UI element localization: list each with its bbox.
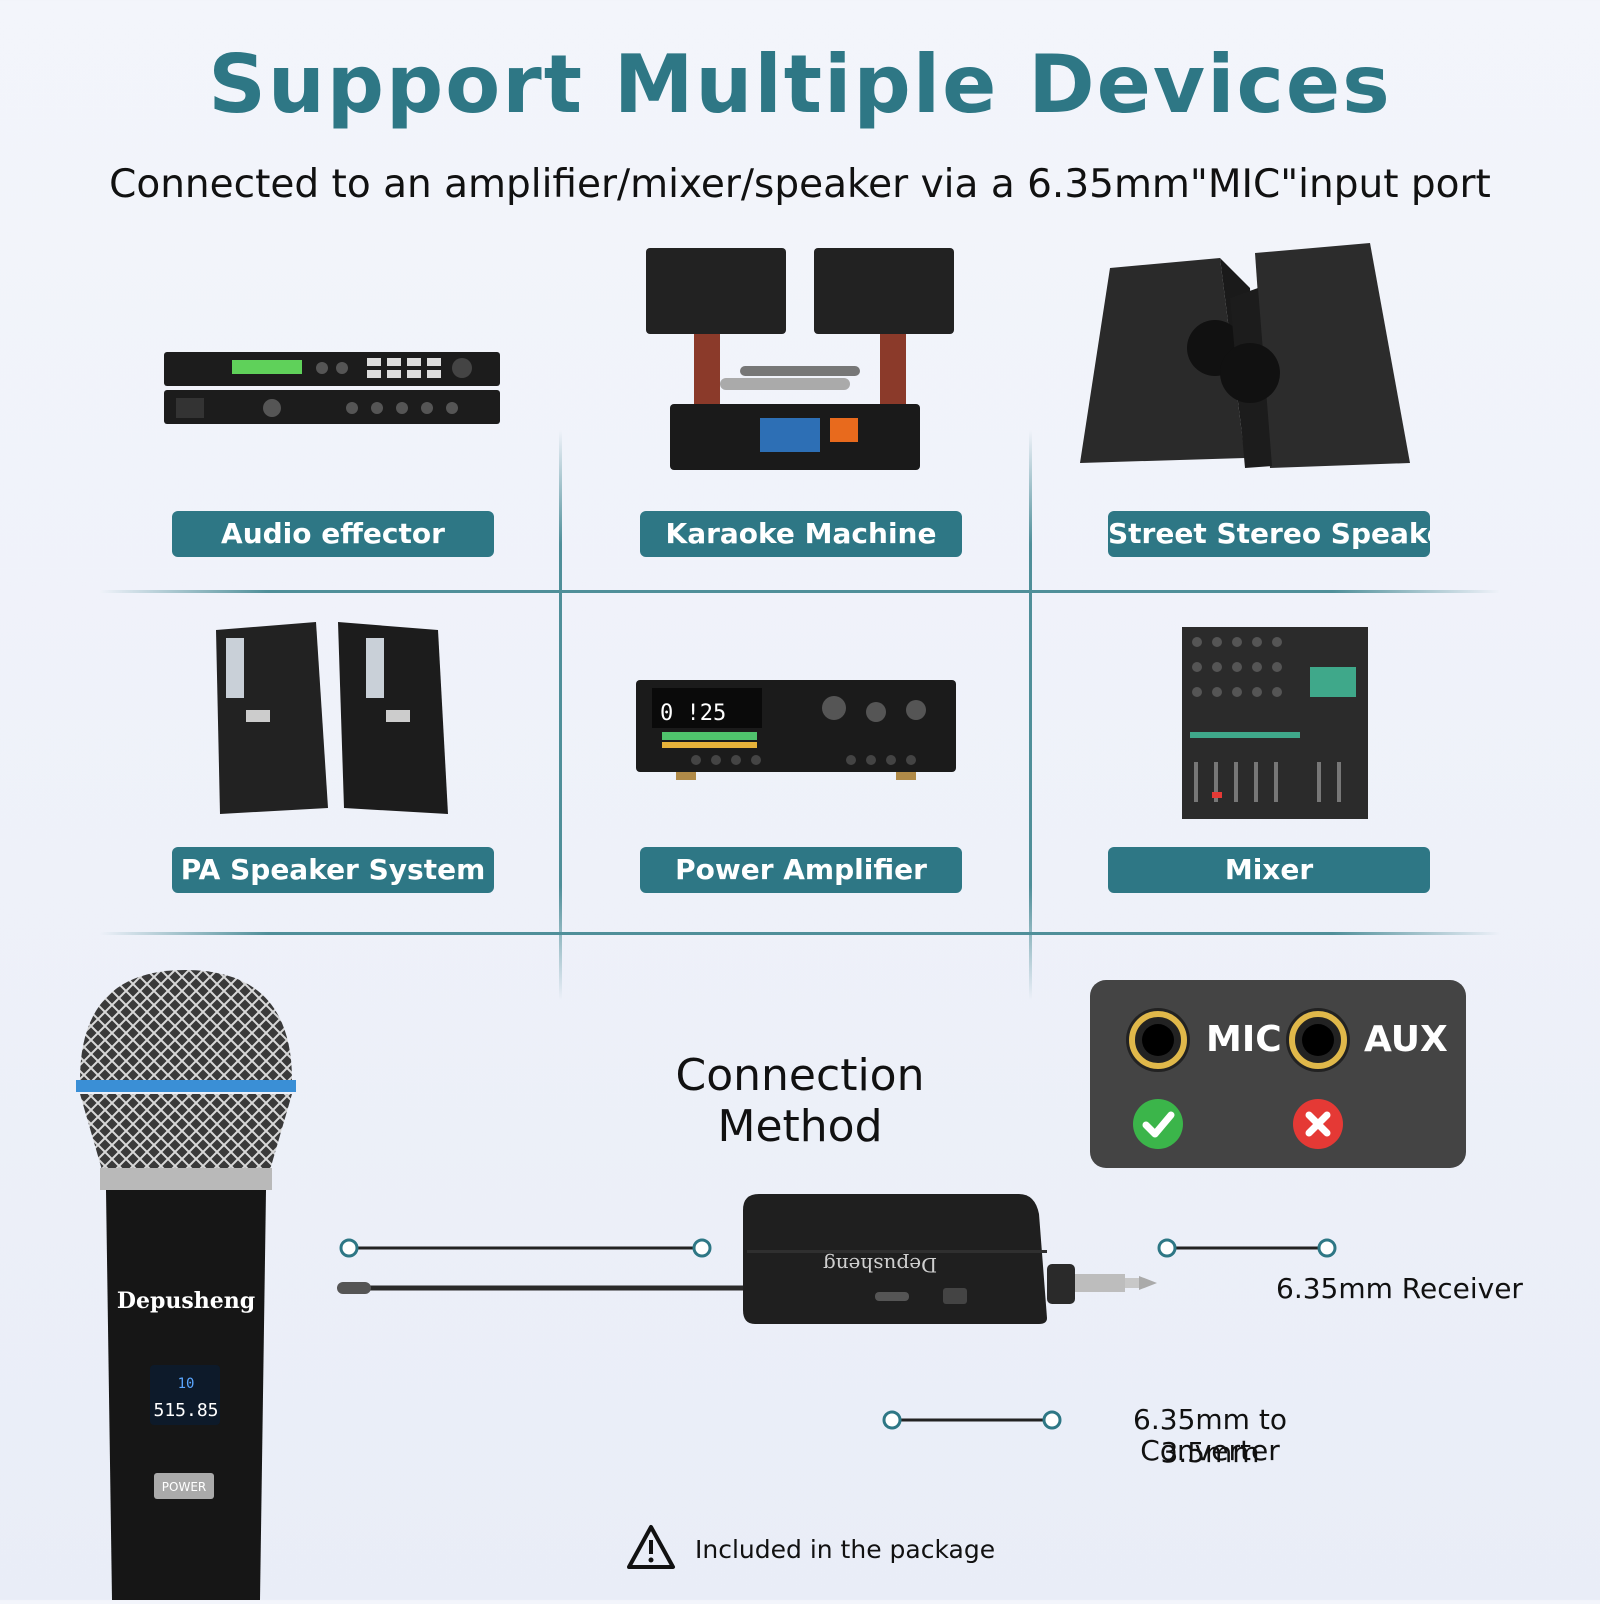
- device-label-power-amplifier: Power Amplifier: [640, 847, 962, 893]
- microphone-frequency: 515.85: [153, 1400, 218, 1421]
- package-note: Included in the package: [695, 1535, 996, 1564]
- receiver-callout-line: [1156, 1237, 1338, 1263]
- converter-callout-line: [881, 1409, 1063, 1435]
- device-label-audio-effector: Audio effector: [172, 511, 494, 557]
- converter-label-line-1: 6.35mm to 3.5mm: [1133, 1403, 1287, 1469]
- connection-method-title: Connection Method: [675, 1050, 925, 1152]
- check-icon: [1132, 1098, 1184, 1154]
- device-label-street-stereo-speaker: Street Stereo Speaker: [1108, 511, 1430, 557]
- grid-divider-horizontal-2: [100, 932, 1500, 935]
- aux-port-label: AUX: [1364, 1019, 1448, 1060]
- karaoke-machine-image: [640, 248, 960, 473]
- device-label-karaoke-machine: Karaoke Machine: [640, 511, 962, 557]
- grid-divider-horizontal-1: [100, 590, 1500, 593]
- microphone-channel: 10: [178, 1376, 195, 1392]
- receiver-label: 6.35mm Receiver: [1276, 1272, 1523, 1305]
- pa-speaker-image: [216, 618, 456, 818]
- converter-label-line-2: Converter: [1140, 1434, 1280, 1467]
- audio-effector-image: [162, 350, 502, 428]
- warning-icon: [626, 1524, 676, 1574]
- power-amplifier-image: 0 !25: [636, 680, 956, 785]
- stereo-speaker-image: [1080, 238, 1420, 488]
- grid-divider-vertical-1: [559, 430, 562, 1000]
- microphone-power-button-label: POWER: [162, 1480, 206, 1494]
- receiver-brand-text: Depusheng: [823, 1253, 937, 1277]
- mixer-image: [1182, 627, 1368, 819]
- svg-text:0 !25: 0 !25: [660, 701, 726, 726]
- device-label-mixer: Mixer: [1108, 847, 1430, 893]
- page-subtitle: Connected to an amplifier/mixer/speaker …: [109, 162, 1491, 207]
- grid-divider-vertical-2: [1029, 430, 1032, 1000]
- handheld-microphone-image: Depusheng 10 515.85 POWER: [70, 970, 310, 1604]
- microphone-brand-text: Depusheng: [117, 1288, 255, 1314]
- aux-jack-icon: [1284, 1006, 1352, 1078]
- device-label-pa-speaker-system: PA Speaker System: [172, 847, 494, 893]
- mic-jack-icon: [1124, 1006, 1192, 1078]
- cross-icon: [1292, 1098, 1344, 1154]
- page-title: Support Multiple Devices: [208, 38, 1392, 131]
- antenna-callout-line: [338, 1237, 714, 1263]
- input-port-panel: MIC AUX: [1090, 980, 1466, 1168]
- receiver-image: Depusheng: [335, 1190, 1165, 1334]
- mic-port-label: MIC: [1206, 1019, 1282, 1060]
